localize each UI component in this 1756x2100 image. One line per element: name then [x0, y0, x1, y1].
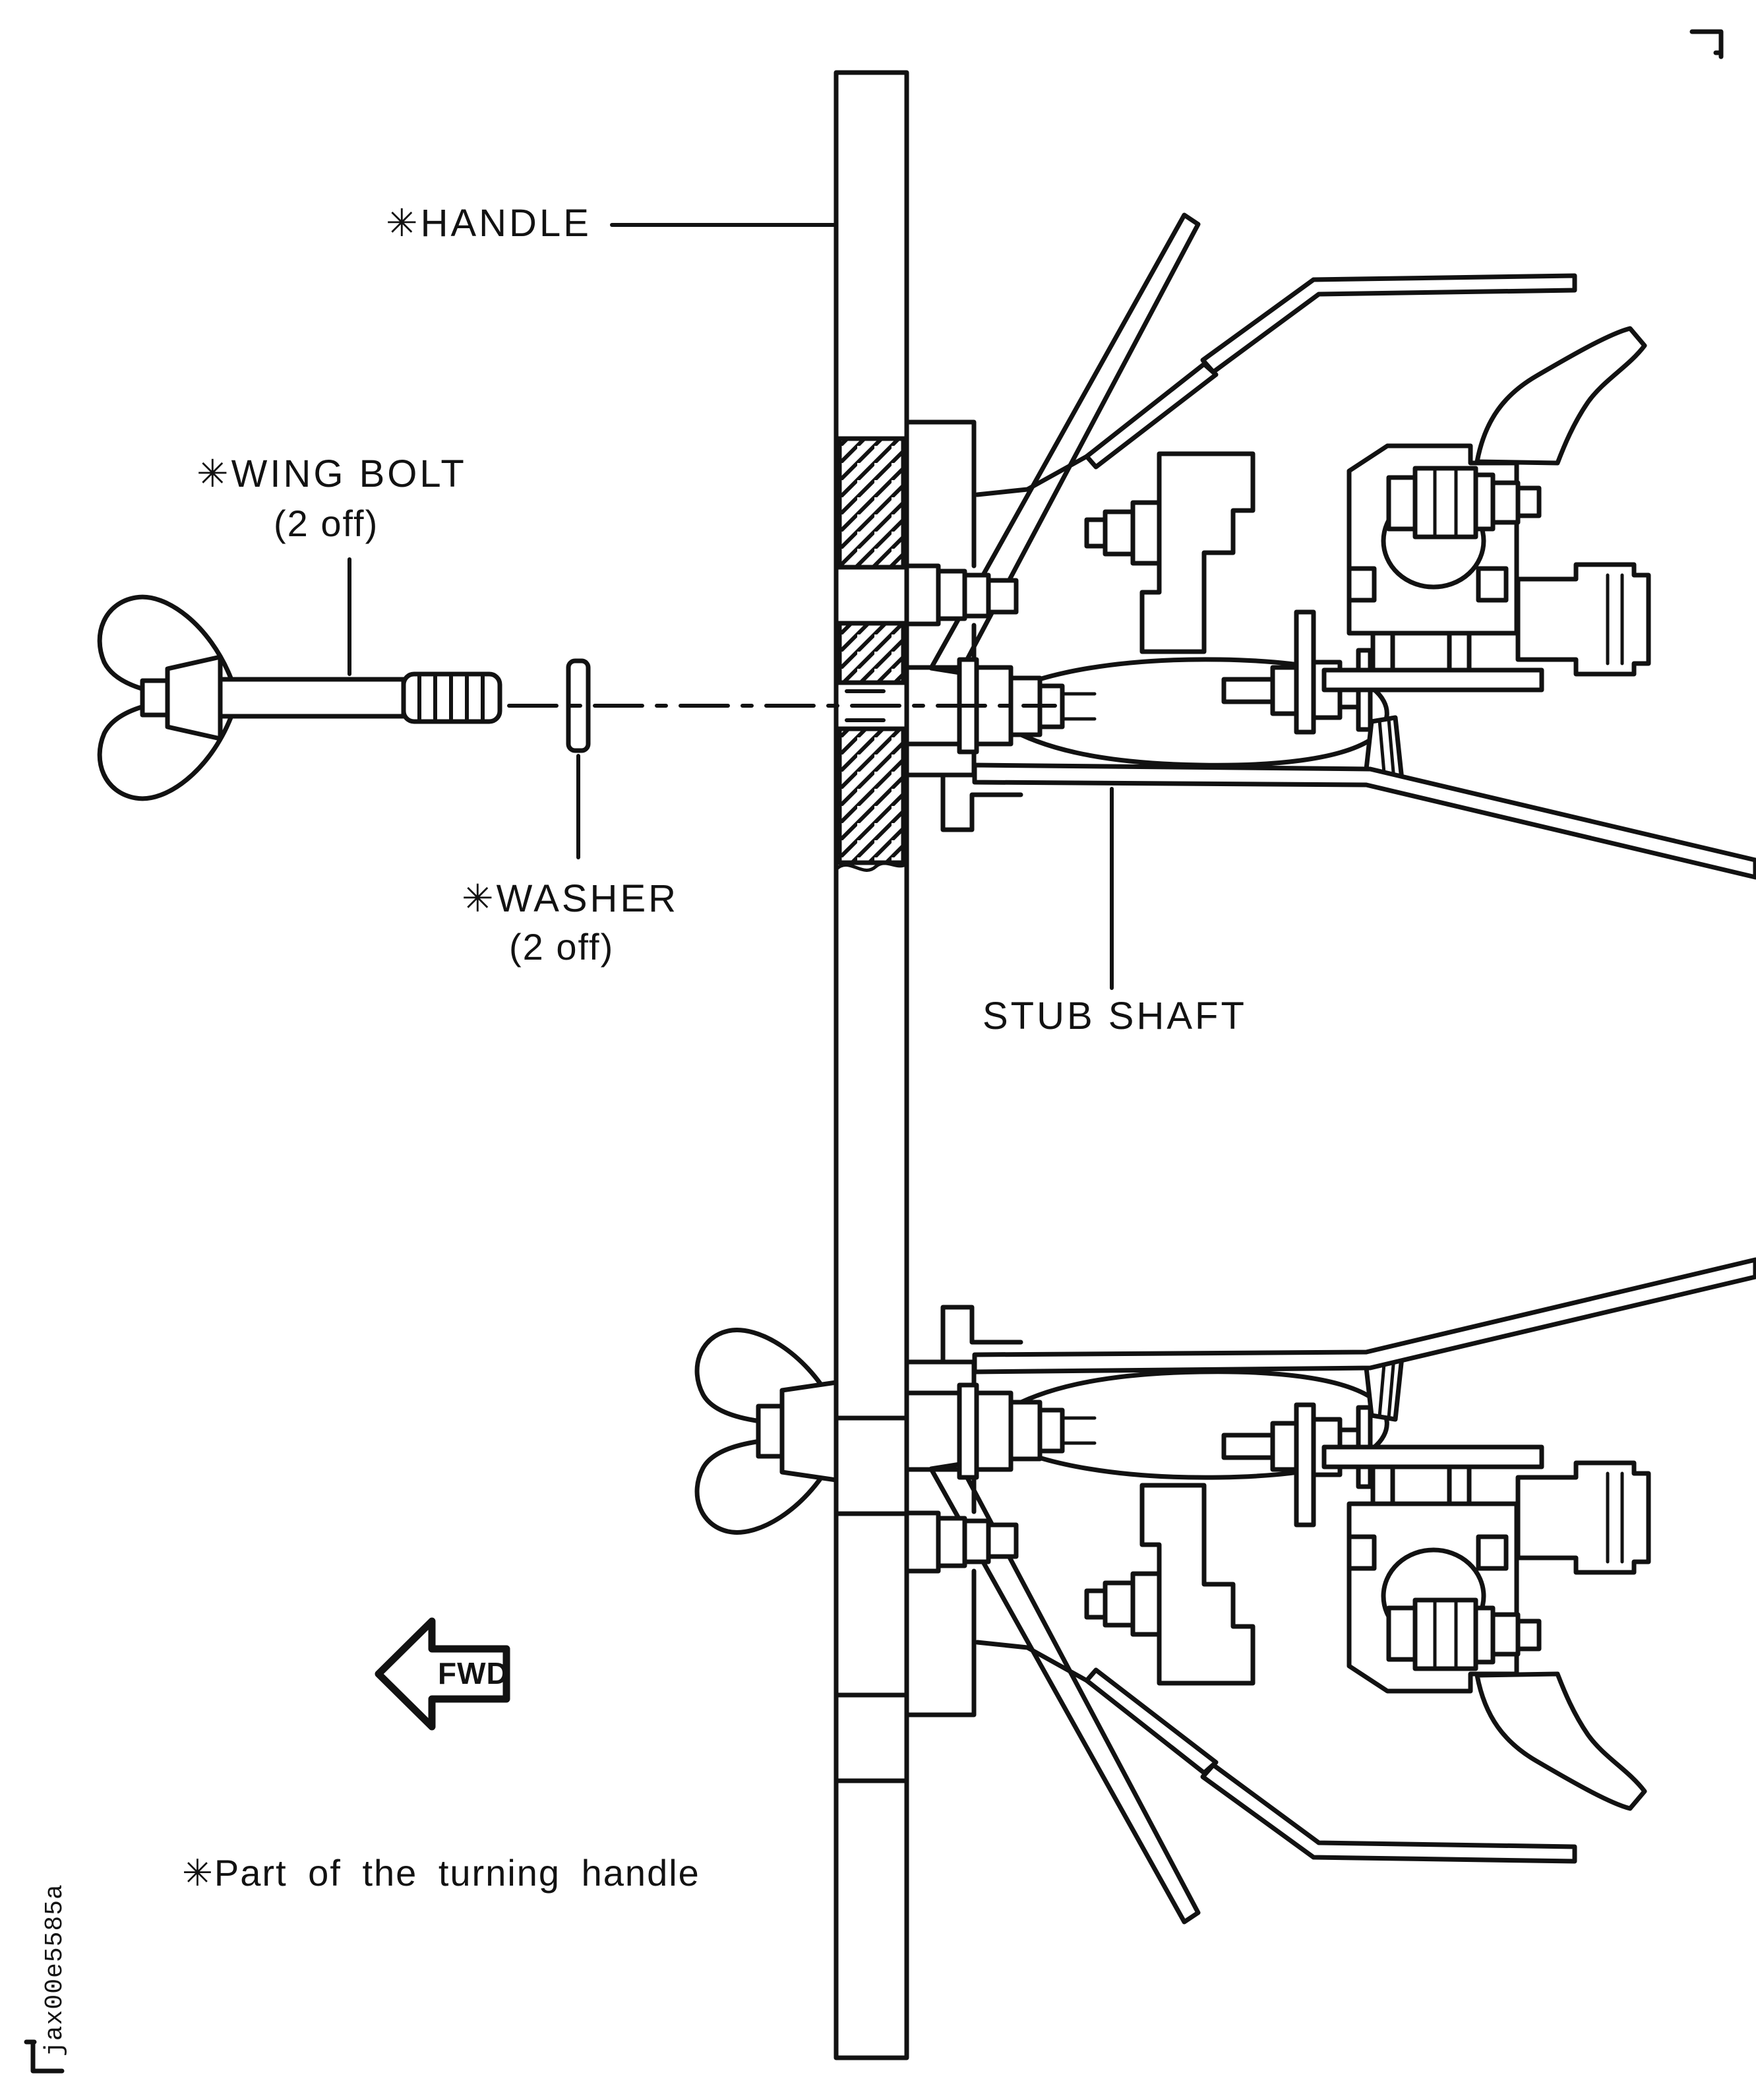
handle-label: ✳HANDLE	[386, 202, 591, 245]
wing-bolt	[97, 594, 502, 801]
fwd-arrow	[375, 1617, 510, 1731]
turning-handle-bar	[833, 70, 909, 2060]
footnote: ✳Part of the turning handle	[182, 1852, 700, 1894]
bolt-head	[165, 654, 223, 741]
wing-bolt-label: ✳WING BOLT	[197, 452, 467, 495]
break-line	[834, 861, 909, 872]
washer-label: ✳WASHER	[462, 877, 679, 920]
stub-shaft-label: STUB SHAFT	[983, 995, 1247, 1037]
corner-mark-bottom-left	[24, 2039, 65, 2074]
corner-mark-top-right	[1689, 29, 1724, 59]
corner-marks	[24, 29, 1724, 2074]
wing-bolt-qty: (2 off)	[274, 503, 379, 544]
fwd-arrow-label: FWD	[438, 1656, 509, 1690]
bolt-collar	[140, 678, 170, 718]
bolt-shank	[218, 677, 406, 719]
leader-lines	[348, 223, 1114, 990]
installed-wing-nut	[694, 1328, 839, 1535]
washer-qty: (2 off)	[509, 926, 615, 968]
document-id: jax00e5585a	[41, 1884, 69, 2056]
